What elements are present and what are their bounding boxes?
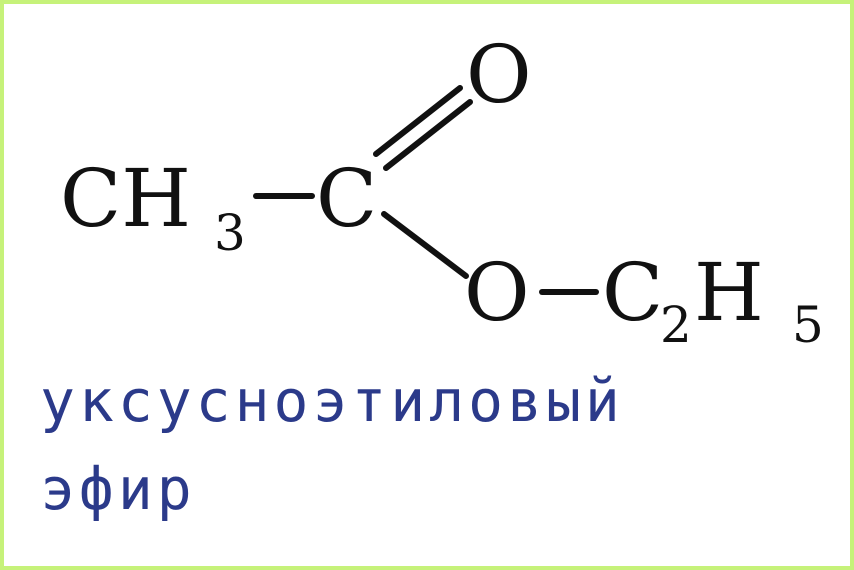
methyl-group-ch: CH — [60, 152, 191, 245]
double-bond-line-2 — [383, 99, 473, 171]
caption-compound-class: эфир — [40, 455, 196, 523]
ethyl-acetate-structure: CH 3 C O O C 2 H 5 — [60, 28, 824, 354]
double-bond-line-1 — [373, 85, 463, 157]
ethyl-hydrogen: H — [694, 246, 764, 339]
ethyl-carbon: C — [602, 246, 663, 339]
caption-compound-name: уксусноэтиловый — [40, 367, 624, 435]
single-bond-carbon-oxygen — [381, 211, 469, 279]
carbonyl-carbon: C — [316, 152, 377, 245]
ethyl-carbon-subscript: 2 — [660, 296, 692, 354]
ester-oxygen: O — [464, 246, 530, 339]
carbonyl-oxygen: O — [466, 28, 532, 121]
methyl-subscript: 3 — [214, 204, 246, 262]
ethyl-hydrogen-subscript: 5 — [792, 296, 824, 354]
